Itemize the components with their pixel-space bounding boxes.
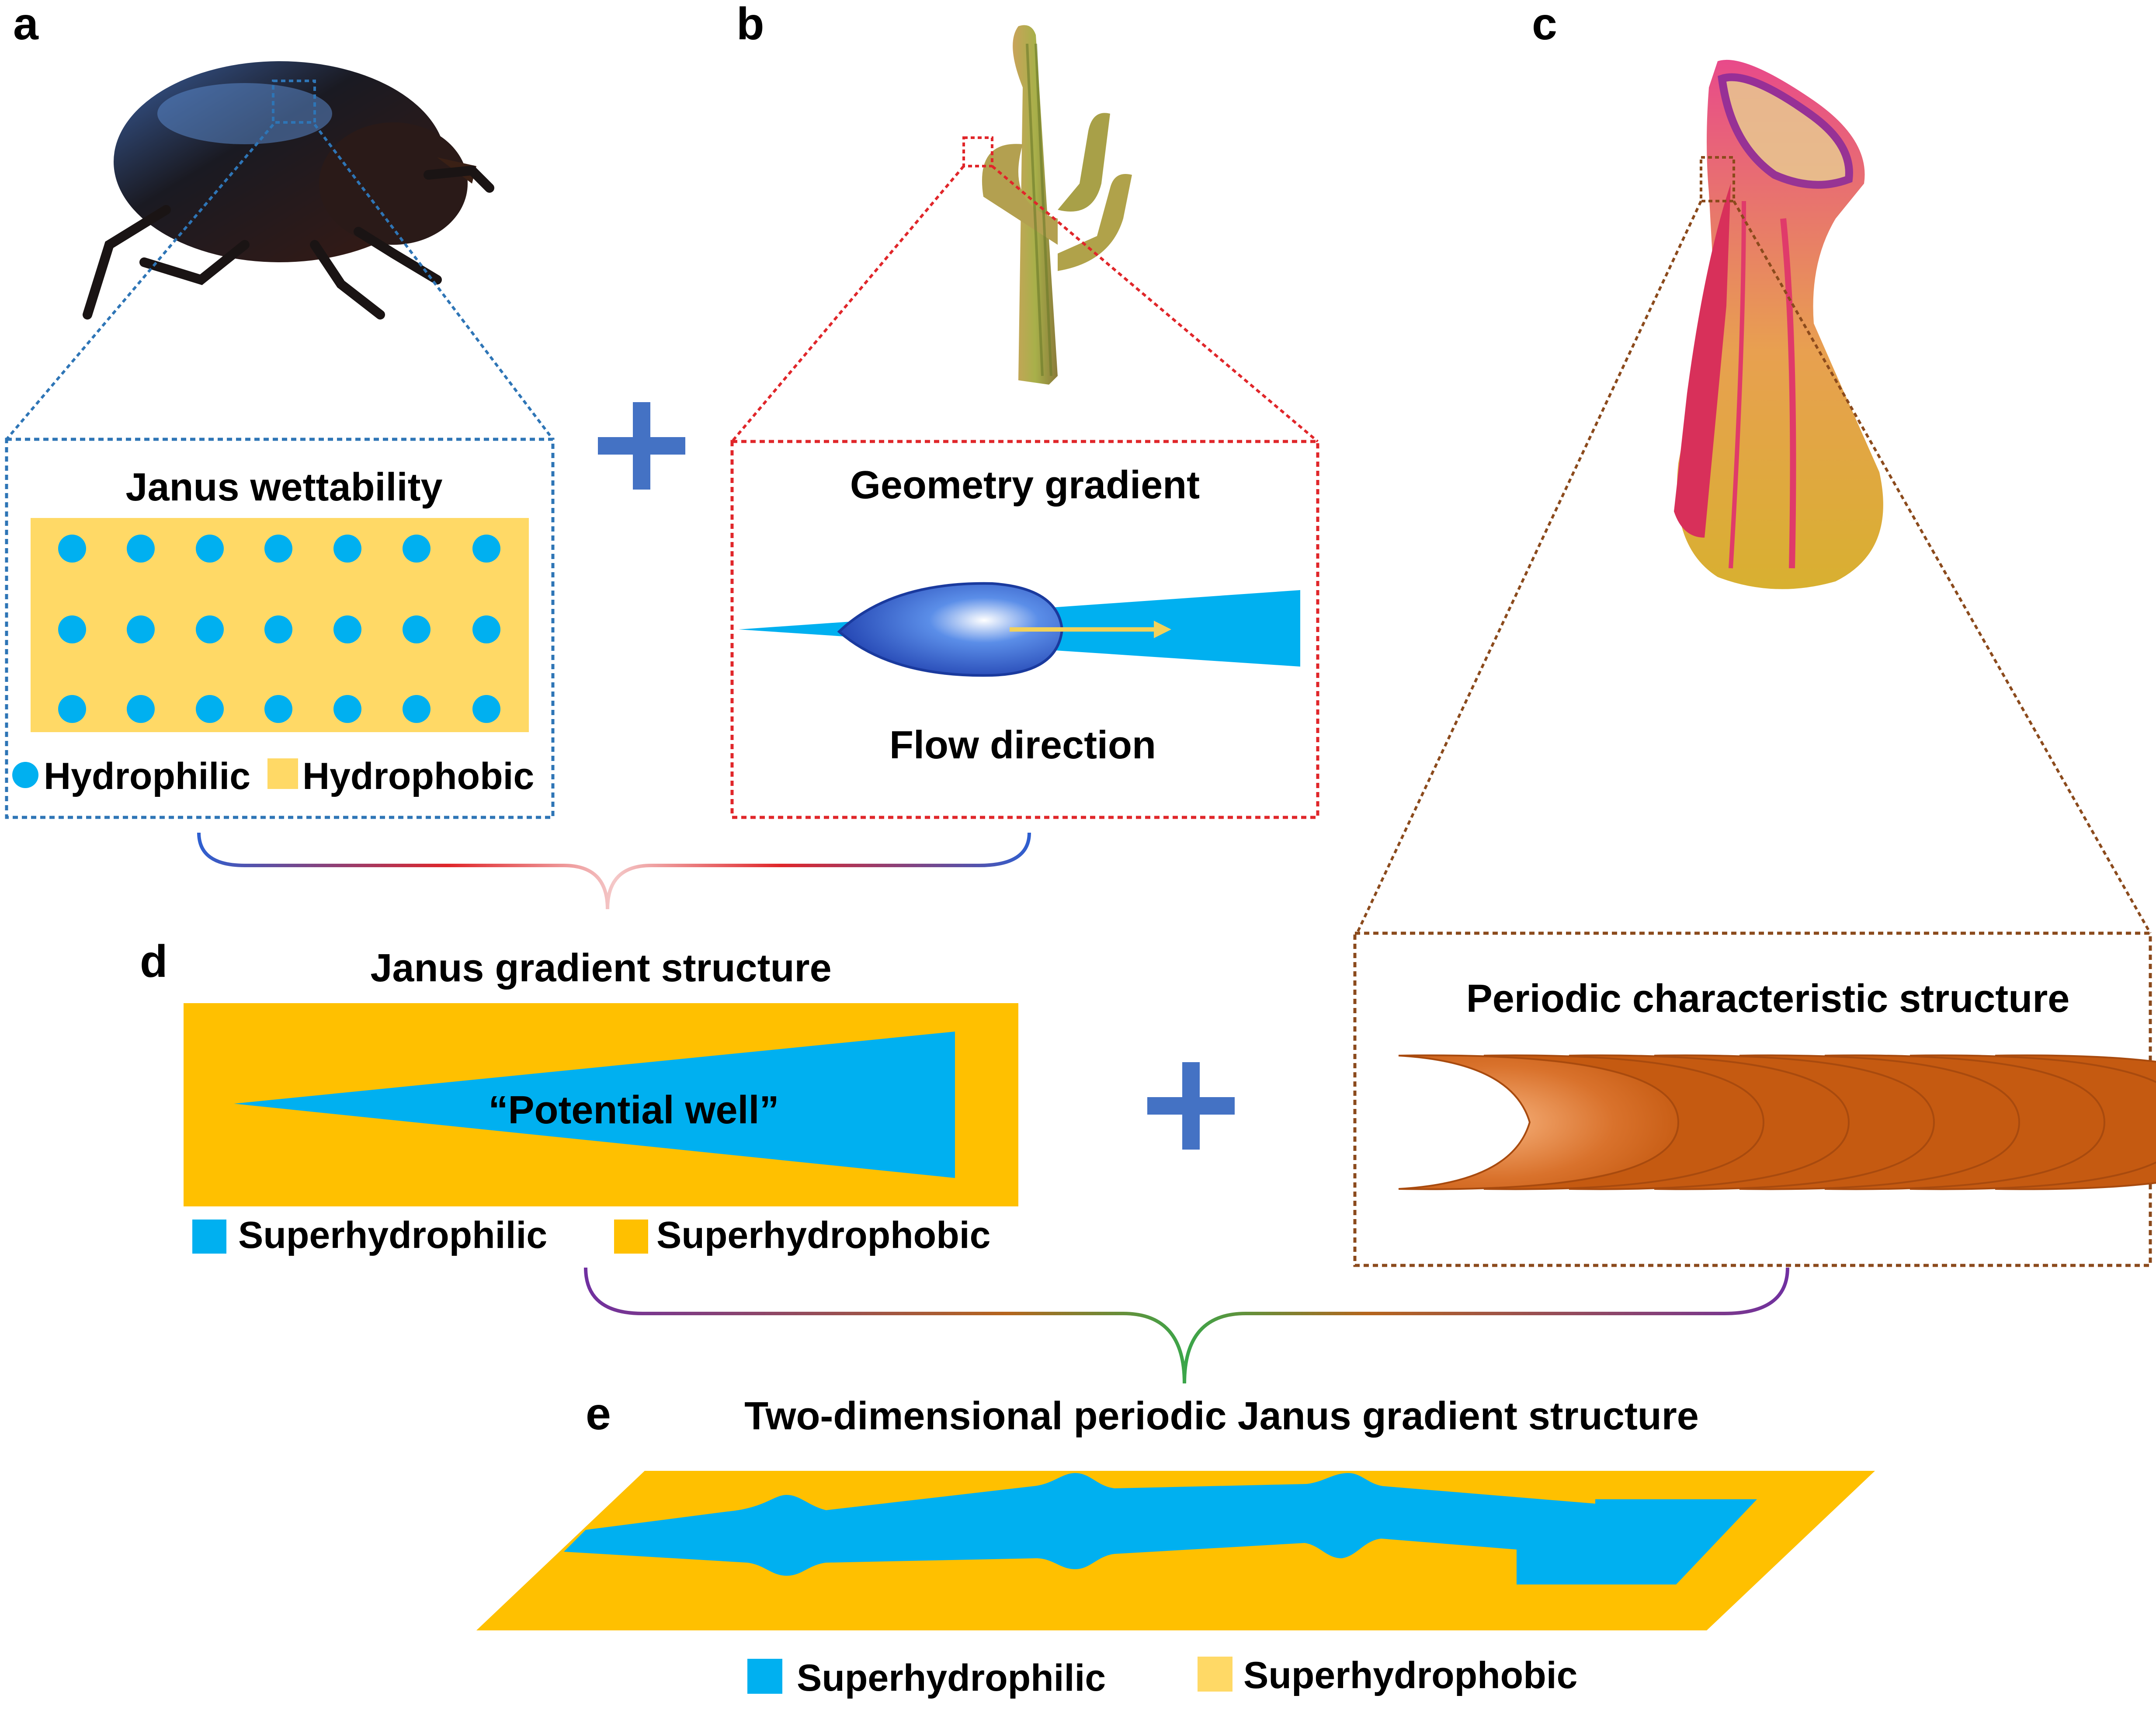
panel-label-e: e [586, 1389, 611, 1439]
periodic-characteristic-structure [1398, 1054, 2156, 1190]
superhydrophilic-legend-label-e: Superhydrophilic [797, 1657, 1106, 1699]
hydrophilic-dot [472, 695, 500, 723]
merge-brace-dc [584, 1267, 1789, 1384]
hydrophilic-dot [264, 695, 292, 723]
superhydrophilic-swatch-e [747, 1659, 782, 1694]
hydrophilic-dot [333, 695, 361, 723]
pitcher-plant-icon [1674, 59, 1883, 589]
hydrophilic-dot [264, 535, 292, 563]
flow-direction-caption: Flow direction [889, 723, 1156, 767]
panel-b-frame [730, 440, 1319, 819]
hydrophilic-dot [333, 615, 361, 643]
panel-a-title: Janus wettability [125, 466, 442, 509]
hydrophilic-dot [472, 535, 500, 563]
hydrophilic-dot [127, 695, 155, 723]
cactus-icon [962, 25, 1132, 385]
hydrophilic-dot [196, 695, 224, 723]
merge-brace-ab [197, 832, 1031, 910]
hydrophilic-dot [264, 615, 292, 643]
panel-label-a: a [13, 0, 39, 49]
flow-arrow-head-icon [1154, 621, 1171, 638]
panel-d-title: Janus gradient structure [370, 946, 831, 990]
superhydrophobic-swatch-e [1198, 1657, 1232, 1692]
panel-a-frame [5, 438, 555, 819]
hydrophilic-dot-grid [58, 535, 500, 723]
potential-well-label: “Potential well” [488, 1088, 779, 1132]
panel-label-b: b [736, 0, 764, 49]
periodic-janus-gradient-channel [564, 1473, 1757, 1584]
hydrophilic-dot [127, 535, 155, 563]
hydrophilic-dot [472, 615, 500, 643]
hydrophilic-dot [58, 695, 86, 723]
plus-icon [598, 402, 685, 490]
hydrophobic-legend-label: Hydrophobic [302, 755, 534, 797]
hydrophilic-dot [196, 535, 224, 563]
plus-icon [1147, 1062, 1235, 1150]
periodic-cup-unit [1398, 1054, 1680, 1190]
hydrophobic-swatch [267, 758, 298, 789]
beetle-icon [83, 61, 494, 320]
superhydrophilic-legend-label-d: Superhydrophilic [238, 1214, 547, 1256]
panel-b-title: Geometry gradient [850, 463, 1200, 507]
hydrophilic-dot [403, 615, 431, 643]
hydrophilic-dot [333, 535, 361, 563]
panel-label-c: c [1532, 0, 1557, 49]
hydrophilic-dot [196, 615, 224, 643]
potential-well-wedge [234, 1032, 955, 1178]
panel-c-title: Periodic characteristic structure [1466, 977, 2070, 1021]
superhydrophobic-legend-label-d: Superhydrophobic [656, 1214, 990, 1256]
hydrophilic-swatch [12, 762, 38, 788]
superhydrophobic-swatch-d [614, 1220, 648, 1254]
panel-label-d: d [140, 936, 168, 987]
superhydrophilic-swatch-d [192, 1220, 226, 1254]
hydrophilic-dot [403, 695, 431, 723]
hydrophilic-dot [403, 535, 431, 563]
hydrophilic-legend-label: Hydrophilic [44, 755, 250, 797]
hydrophilic-dot [127, 615, 155, 643]
superhydrophobic-legend-label-e: Superhydrophobic [1243, 1654, 1577, 1696]
hydrophilic-dot [58, 535, 86, 563]
panel-e-title: Two-dimensional periodic Janus gradient … [744, 1394, 1699, 1438]
hydrophilic-dot [58, 615, 86, 643]
panel-c-frame [1353, 931, 2152, 1267]
